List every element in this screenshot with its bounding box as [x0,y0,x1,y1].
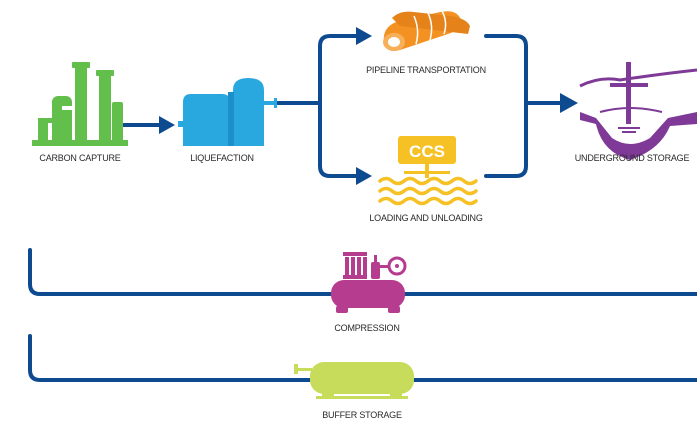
upper-branch-line [318,34,360,105]
ccs-sign-icon: CCS [378,136,478,206]
pipeline-transportation-label: PIPELINE TRANSPORTATION [366,65,486,75]
underground-storage-icon [579,62,697,160]
buffer-line [28,334,697,382]
buffer-tank-icon [294,362,414,399]
arrow-to-liquefaction [159,116,175,134]
compression-line [28,248,697,296]
ccs-sign-text: CCS [409,142,445,161]
pipeline-icon [383,10,470,51]
factory-icon [32,62,128,146]
liquefaction-label: LIQUEFACTION [190,153,254,163]
arrow-to-loading [356,167,372,185]
arrow-to-storage [560,93,578,113]
flow-lines [28,34,697,382]
buffer-storage-label: BUFFER STORAGE [322,410,402,420]
tank-icon [178,78,277,146]
loading-to-merge-line [484,101,528,178]
carbon-capture-label: CARBON CAPTURE [39,153,121,163]
loading-unloading-label: LOADING AND UNLOADING [369,213,483,223]
arrow-to-pipeline [356,27,372,45]
compression-label: COMPRESSION [334,323,400,333]
lower-branch-line [318,101,360,178]
arrow-heads [159,27,578,185]
underground-storage-label: UNDERGROUND STORAGE [574,153,690,163]
pipeline-to-merge-line [484,34,528,105]
compressor-icon [331,252,407,313]
